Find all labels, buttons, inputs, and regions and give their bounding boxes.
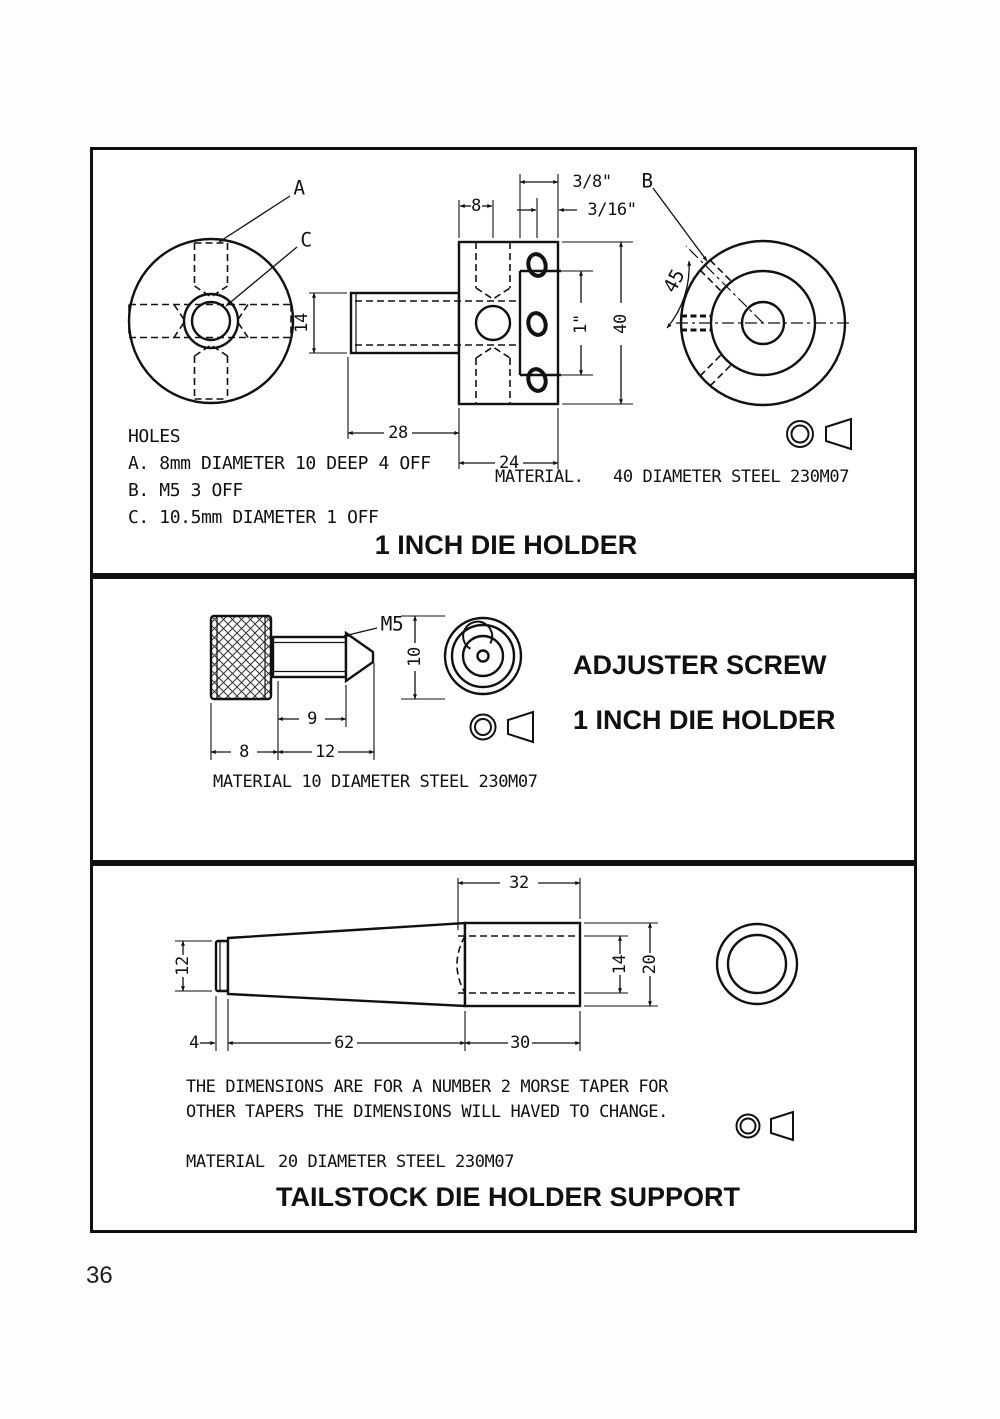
section-adjuster-screw: 10 9 8 12 M5 [90, 576, 917, 863]
section-tailstock-support: 32 12 14 20 4 62 30 [90, 863, 917, 1233]
taper-dimensions: 32 12 14 20 4 62 30 [173, 873, 660, 1053]
dim-32-label: 32 [509, 873, 529, 893]
die-holder-drawing: A C [127, 170, 852, 560]
projection-symbol-icon [786, 417, 852, 451]
dim-4-label: 4 [189, 1033, 199, 1053]
leader-a-label: A [293, 177, 305, 200]
screw-dimensions: 10 9 8 12 M5 [210, 613, 445, 762]
tailstock-support-drawing: 32 12 14 20 4 62 30 [173, 873, 799, 1212]
dim-12-label: 12 [315, 742, 335, 762]
dim-316-label: 3/16" [587, 200, 636, 220]
material-note: MATERIAL 10 DIAMETER STEEL 230M07 [213, 772, 538, 792]
leader-a: A [218, 177, 306, 243]
notes: THE DIMENSIONS ARE FOR A NUMBER 2 MORSE … [186, 1077, 741, 1212]
dim-8-label: 8 [239, 742, 249, 762]
section-title-line2: 1 INCH DIE HOLDER [573, 705, 836, 735]
screw-end-view [443, 616, 523, 696]
screw-side-view [209, 614, 375, 701]
dim-30-label: 30 [510, 1033, 530, 1053]
notes: MATERIAL 10 DIAMETER STEEL 230M07 ADJUST… [213, 650, 836, 792]
dim-45-label: 45 [659, 266, 690, 297]
dim-12-label: 12 [173, 956, 193, 976]
dim-24-label: 24 [499, 453, 519, 473]
taper-note-line2: OTHER TAPERS THE DIMENSIONS WILL HAVED T… [186, 1102, 668, 1122]
dim-40-label: 40 [611, 314, 631, 334]
projection-symbol-icon [735, 1110, 794, 1142]
material-label: MATERIAL [186, 1152, 265, 1172]
dim-20-label: 20 [640, 955, 660, 975]
side-view [349, 240, 561, 406]
thread-m5-label: M5 [381, 613, 404, 636]
hole-note-c: C. 10.5mm DIAMETER 1 OFF [128, 507, 379, 528]
adjuster-screw-drawing: 10 9 8 12 M5 [209, 613, 836, 792]
leader-c-label: C [300, 229, 311, 252]
section-title-line1: ADJUSTER SCREW [573, 650, 827, 680]
taper-note-line1: THE DIMENSIONS ARE FOR A NUMBER 2 MORSE … [186, 1077, 669, 1097]
side-view-dimensions: 14 28 24 40 1" 8 3/8" [292, 172, 637, 473]
section-title: TAILSTOCK DIE HOLDER SUPPORT [276, 1182, 741, 1212]
leader-b-label: B [641, 170, 652, 193]
front-view [127, 237, 295, 405]
hole-note-a: A. 8mm DIAMETER 10 DEEP 4 OFF [128, 453, 431, 474]
taper-side-view [214, 921, 582, 1008]
end-view: 45 [659, 239, 851, 407]
dim-8-label: 8 [471, 196, 481, 216]
notes: HOLES A. 8mm DIAMETER 10 DEEP 4 OFF B. M… [128, 426, 849, 560]
holes-title: HOLES [128, 426, 180, 447]
material-value: 40 DIAMETER STEEL 230M07 [613, 467, 849, 487]
dim-62-label: 62 [334, 1033, 354, 1053]
material-value: 20 DIAMETER STEEL 230M07 [278, 1152, 514, 1172]
leader-b: B [641, 170, 708, 262]
dim-38-label: 3/8" [572, 172, 611, 192]
dim-9-label: 9 [307, 709, 317, 729]
dim-28-label: 28 [388, 423, 408, 443]
section-title: 1 INCH DIE HOLDER [375, 530, 638, 560]
dim-14-label: 14 [292, 313, 312, 333]
leader-c: C [225, 229, 312, 307]
dim-14-label: 14 [610, 955, 630, 975]
section-die-holder: A C [90, 147, 917, 576]
projection-symbol-icon [469, 710, 534, 744]
dim-10-label: 10 [405, 647, 425, 667]
hole-note-b: B. M5 3 OFF [128, 480, 243, 501]
material-label: MATERIAL. [495, 467, 584, 487]
dim-1in-label: 1" [571, 314, 591, 334]
page-number: 36 [86, 1262, 113, 1289]
taper-end-view [715, 922, 799, 1006]
